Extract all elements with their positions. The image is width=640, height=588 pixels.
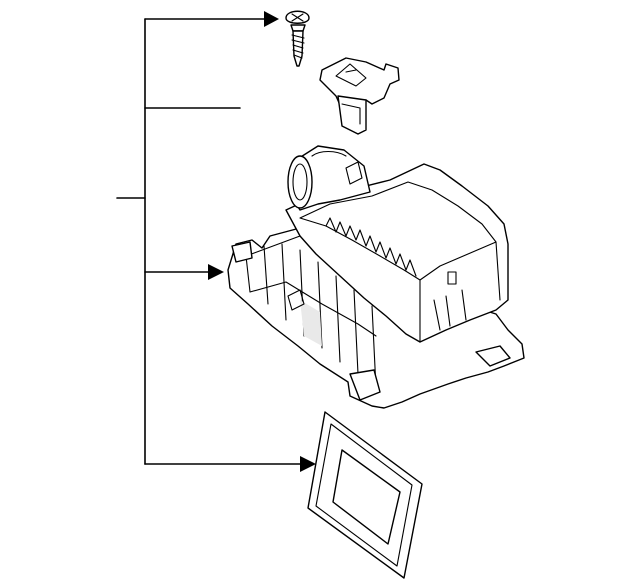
housing-callout-arrow [208, 264, 224, 280]
housing-inlet-inner [292, 163, 308, 201]
bracket-tab [335, 63, 367, 87]
screw-head-slot [291, 13, 304, 22]
filter-callout-arrow [300, 456, 316, 472]
housing-inlet-mouth [287, 155, 313, 209]
screw-callout-arrow [264, 11, 279, 27]
callout-lines [116, 11, 316, 472]
housing-mount-tab-left [231, 241, 253, 263]
housing-tray-clip [287, 289, 305, 311]
housing-side-ribs [433, 289, 467, 331]
screw-washer [290, 24, 306, 32]
bracket [319, 57, 400, 135]
screw [285, 10, 310, 67]
housing-lid [285, 163, 509, 343]
housing-lid-ribs [325, 217, 417, 277]
air-filter-element [307, 411, 423, 579]
housing-lid-corner [495, 241, 501, 301]
housing-tray-rail [245, 235, 377, 337]
bracket-foot [337, 95, 367, 135]
housing-inlet-ridge [311, 150, 347, 157]
housing-mount-tab-right [475, 345, 511, 367]
screw-thread [291, 34, 305, 59]
housing-label-tab [447, 271, 457, 285]
housing-mount-tab-front [349, 369, 381, 401]
filter-media [332, 449, 401, 545]
air-cleaner-housing [227, 145, 525, 409]
housing-tray-shadow [300, 300, 322, 346]
bracket-detail [345, 69, 357, 73]
housing-inlet-sensor-port [345, 161, 363, 185]
filter-frame-inner [315, 423, 413, 567]
bracket-foot-edge [341, 103, 361, 125]
